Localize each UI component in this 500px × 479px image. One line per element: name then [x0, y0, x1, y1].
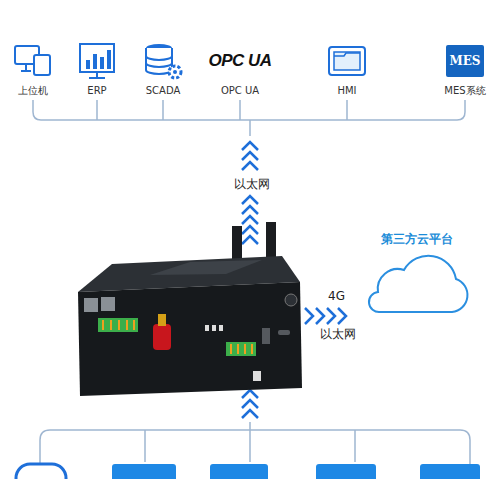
cloud-title: 第三方云平台 — [381, 231, 453, 248]
terminal-screws — [231, 344, 252, 354]
db-icon-part — [173, 70, 177, 74]
ground-mark — [253, 371, 261, 381]
system-node: SCADA — [133, 40, 193, 97]
hmi-icon — [326, 40, 368, 82]
mes-icon: MES — [446, 45, 484, 77]
led — [212, 325, 216, 331]
antenna-connector — [153, 324, 171, 350]
up-chevrons — [242, 390, 258, 418]
erp-icon-part — [100, 57, 104, 69]
system-node: MES MES系统 — [433, 40, 497, 97]
antenna-base — [158, 314, 166, 326]
cloud-shape — [352, 248, 482, 322]
device-icon-cut — [16, 464, 66, 479]
system-node: OPC UA OPC UA — [195, 40, 285, 97]
opc-ua-logo: OPC UA — [208, 40, 271, 82]
link-label: 以太网 — [318, 326, 358, 343]
system-node: HMI — [317, 40, 377, 97]
erp-icon-part — [89, 72, 105, 78]
cloud-node: 第三方云平台 — [352, 231, 482, 322]
pc-icon-part — [34, 55, 50, 75]
device-icon-cut — [210, 464, 268, 479]
pc-icon-part — [21, 64, 31, 71]
node-label: HMI — [337, 85, 356, 97]
hmi-icon-part — [329, 47, 365, 75]
db-icon-part — [169, 66, 181, 78]
led — [205, 325, 209, 331]
usb-port — [278, 330, 290, 335]
terminal-screws — [103, 320, 134, 330]
led — [219, 325, 223, 331]
node-label: MES系统 — [444, 85, 485, 97]
device-front-face — [78, 282, 302, 396]
erp-icon — [76, 40, 118, 82]
erp-icon-part — [80, 44, 114, 72]
erp-icon-part — [86, 60, 90, 69]
terminal-block — [226, 342, 256, 356]
hmi-icon-part — [334, 53, 360, 56]
ethernet-port — [84, 298, 98, 312]
node-label: OPC UA — [221, 85, 259, 97]
erp-icon-part — [107, 50, 111, 69]
terminal-block — [98, 318, 138, 332]
db-icon — [142, 40, 184, 82]
din-rail-clip — [232, 226, 242, 262]
erp-icon-part — [93, 54, 97, 69]
cloud-outline — [369, 256, 468, 312]
node-label: ERP — [87, 85, 106, 97]
device-icon-cut — [420, 464, 480, 479]
pc-icon — [12, 40, 54, 82]
hmi-icon-part — [334, 52, 360, 70]
node-label: 上位机 — [18, 85, 48, 97]
system-node: ERP — [67, 40, 127, 97]
mount-screw — [285, 294, 297, 306]
din-rail-clip — [266, 222, 276, 260]
ethernet-port — [101, 297, 115, 311]
device-icon-cut — [112, 464, 176, 479]
link-label: 以太网 — [232, 176, 272, 193]
sim-slot — [262, 328, 270, 344]
db-icon-part — [146, 56, 172, 67]
up-chevrons — [242, 142, 258, 244]
right-chevrons — [305, 308, 346, 324]
device-icon-cut — [316, 464, 376, 479]
top-bus-line — [33, 100, 465, 136]
system-node: 上位机 — [3, 40, 63, 97]
link-label: 4G — [326, 289, 347, 303]
device-sticker — [150, 260, 262, 275]
node-label: SCADA — [146, 85, 181, 97]
